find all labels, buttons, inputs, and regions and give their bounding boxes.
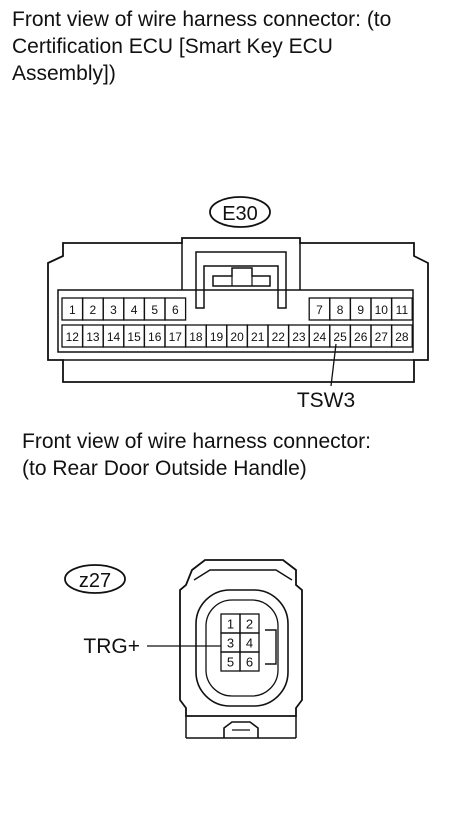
e30-pin-label-2: 2 — [90, 303, 97, 317]
connector-e30 — [47, 196, 429, 387]
e30-pin-cell-28 — [390, 324, 413, 348]
e30-pin-label-1: 1 — [69, 303, 76, 317]
e30-pin-label-10: 10 — [375, 303, 389, 317]
connector-e30-body — [47, 237, 429, 383]
connector-z27-callout-trg: TRG+ — [83, 635, 140, 658]
connector-z27-pin-grid — [220, 613, 260, 672]
e30-pin-label-25: 25 — [333, 330, 347, 344]
connector-e30-lock-tab — [212, 267, 271, 287]
e30-pin-label-22: 22 — [272, 330, 286, 344]
z27-pin-label-2: 2 — [246, 617, 253, 632]
e30-pin-label-26: 26 — [354, 330, 368, 344]
z27-pin-label-3: 3 — [227, 636, 234, 651]
connector-z27-id-bubble — [64, 564, 126, 594]
connector-z27-id: z27 — [79, 570, 111, 592]
e30-pin-label-27: 27 — [375, 330, 389, 344]
e30-pin-label-17: 17 — [169, 330, 183, 344]
e30-pin-label-5: 5 — [151, 303, 158, 317]
e30-pin-label-28: 28 — [395, 330, 409, 344]
caption-connector-z27: Front view of wire harness connector: (t… — [22, 430, 371, 480]
e30-pin-label-24: 24 — [313, 330, 327, 344]
connector-e30-panel — [57, 289, 414, 353]
e30-pin-label-12: 12 — [66, 330, 80, 344]
z27-pin-label-4: 4 — [246, 636, 253, 651]
e30-pin-label-4: 4 — [131, 303, 138, 317]
connector-e30-lock-housing — [195, 251, 287, 309]
e30-pin-label-13: 13 — [86, 330, 100, 344]
e30-pin-label-19: 19 — [210, 330, 224, 344]
connector-z27-inner-oval — [195, 589, 289, 707]
e30-pin-label-20: 20 — [230, 330, 244, 344]
e30-pin-cell-11 — [390, 297, 413, 321]
connector-e30-id: E30 — [222, 203, 258, 225]
e30-pin-label-7: 7 — [316, 303, 323, 317]
z27-pin-label-1: 1 — [227, 617, 234, 632]
e30-pin-cell-6 — [164, 297, 187, 321]
e30-pin-label-8: 8 — [337, 303, 344, 317]
connector-z27-housing — [179, 559, 303, 717]
connector-z27-bottom-catch — [223, 721, 259, 738]
z27-pin-cell-6 — [239, 651, 260, 672]
connector-e30-callout-tsw3: TSW3 — [297, 389, 355, 412]
caption-connector-e30: Front view of wire harness connector: (t… — [12, 8, 392, 85]
e30-pin-label-15: 15 — [127, 330, 141, 344]
connector-e30-pin-grid — [61, 297, 413, 348]
e30-pin-label-21: 21 — [251, 330, 265, 344]
connector-e30-id-bubble — [209, 196, 271, 228]
e30-pin-label-18: 18 — [189, 330, 203, 344]
z27-pin-label-5: 5 — [227, 655, 234, 670]
e30-pin-label-23: 23 — [292, 330, 306, 344]
z27-pin-label-6: 6 — [246, 655, 253, 670]
e30-pin-label-9: 9 — [357, 303, 364, 317]
connector-e30-callout-leader — [330, 343, 337, 387]
e30-pin-label-3: 3 — [110, 303, 117, 317]
connector-z27-latch — [265, 629, 277, 665]
e30-pin-label-11: 11 — [396, 303, 409, 317]
connector-z27 — [64, 559, 303, 739]
e30-pin-label-6: 6 — [172, 303, 179, 317]
e30-pin-label-16: 16 — [148, 330, 162, 344]
e30-pin-label-14: 14 — [107, 330, 121, 344]
